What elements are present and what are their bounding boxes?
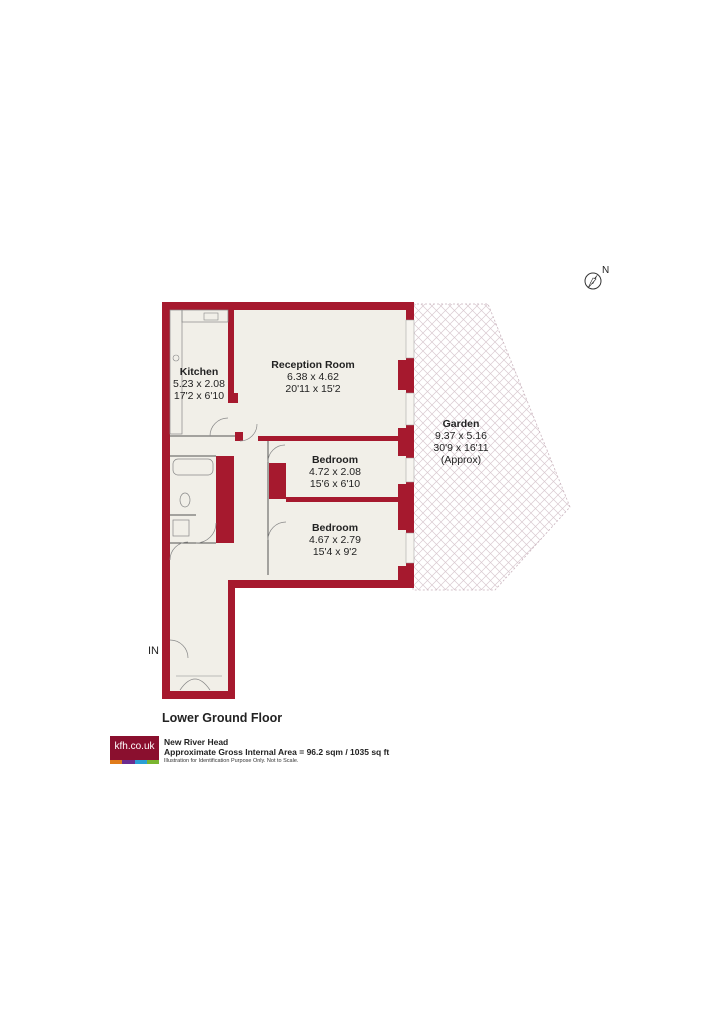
svg-text:15'4 x 9'2: 15'4 x 9'2 <box>313 546 357 558</box>
bedroom-1-label: Bedroom 4.72 x 2.08 15'6 x 6'10 <box>309 454 361 490</box>
door-swing <box>239 423 258 442</box>
window <box>405 532 415 564</box>
property-name: New River Head <box>164 737 229 747</box>
kitchen-worktop <box>181 309 229 323</box>
pillar <box>398 360 414 390</box>
svg-text:Reception Room: Reception Room <box>271 359 354 371</box>
door-swing <box>209 417 229 437</box>
svg-text:15'6 x 6'10: 15'6 x 6'10 <box>310 478 360 490</box>
entrance-arrow-icon <box>163 646 170 654</box>
reception-room-label: Reception Room 6.38 x 4.62 20'11 x 15'2 <box>271 359 354 395</box>
svg-text:Kitchen: Kitchen <box>180 366 219 378</box>
pillar <box>398 566 414 588</box>
entrance-label: IN <box>148 645 159 657</box>
wardrobe <box>269 463 286 499</box>
garden-area <box>412 303 571 591</box>
svg-text:Bedroom: Bedroom <box>312 522 358 534</box>
svg-text:5.23 x 2.08: 5.23 x 2.08 <box>173 378 225 390</box>
logo-stripe <box>110 760 123 764</box>
svg-text:Garden: Garden <box>443 418 480 430</box>
wall <box>258 436 406 441</box>
svg-text:6.38 x 4.62: 6.38 x 4.62 <box>287 371 339 383</box>
window <box>405 457 415 483</box>
plan-caption: New River Head Approximate Gross Interna… <box>164 737 389 766</box>
svg-text:17'2 x 6'10: 17'2 x 6'10 <box>174 390 224 402</box>
pillar <box>398 428 414 456</box>
window <box>405 392 415 426</box>
pillar <box>398 484 414 530</box>
logo-stripes <box>110 760 159 764</box>
disclaimer: Illustration for Identification Purpose … <box>164 758 299 764</box>
agency-logo: kfh.co.uk <box>110 736 159 764</box>
kitchen-label: Kitchen 5.23 x 2.08 17'2 x 6'10 <box>173 366 225 402</box>
wall <box>228 310 234 402</box>
compass-icon <box>584 272 602 290</box>
svg-text:Bedroom: Bedroom <box>312 454 358 466</box>
logo-stripe <box>122 760 135 764</box>
svg-text:9.37 x 5.16: 9.37 x 5.16 <box>435 430 487 442</box>
basin-icon <box>172 519 190 537</box>
entrance-door-swing <box>169 639 189 659</box>
window <box>405 319 415 359</box>
svg-text:20'11 x 15'2: 20'11 x 15'2 <box>285 383 340 395</box>
door-swing <box>267 521 287 541</box>
door-swing <box>169 541 189 561</box>
sink-icon <box>203 312 219 321</box>
wall <box>228 393 238 403</box>
wall <box>235 432 243 441</box>
svg-text:4.67 x 2.79: 4.67 x 2.79 <box>309 534 361 546</box>
bedroom-2-label: Bedroom 4.67 x 2.79 15'4 x 9'2 <box>309 522 361 558</box>
svg-text:(Approx): (Approx) <box>441 454 481 466</box>
gross-internal-area: Approximate Gross Internal Area = 96.2 s… <box>164 747 390 757</box>
wall <box>216 456 234 543</box>
garden-label: Garden 9.37 x 5.16 30'9 x 16'11 (Approx) <box>433 418 488 466</box>
compass-north-label: N <box>602 265 609 276</box>
logo-stripe <box>134 760 147 764</box>
door-swing <box>267 444 286 463</box>
svg-text:30'9 x 16'11: 30'9 x 16'11 <box>433 442 488 454</box>
floor-title: Lower Ground Floor <box>162 711 283 725</box>
logo-text: kfh.co.uk <box>114 741 155 752</box>
logo-stripe <box>146 760 159 764</box>
door-swing <box>195 522 217 544</box>
toilet-icon <box>179 492 191 508</box>
wall <box>286 497 406 502</box>
hob-icon <box>172 354 180 362</box>
kitchen-worktop <box>169 309 183 435</box>
bath-icon <box>172 458 214 476</box>
svg-text:4.72 x 2.08: 4.72 x 2.08 <box>309 466 361 478</box>
cupboard-doors <box>179 678 211 691</box>
